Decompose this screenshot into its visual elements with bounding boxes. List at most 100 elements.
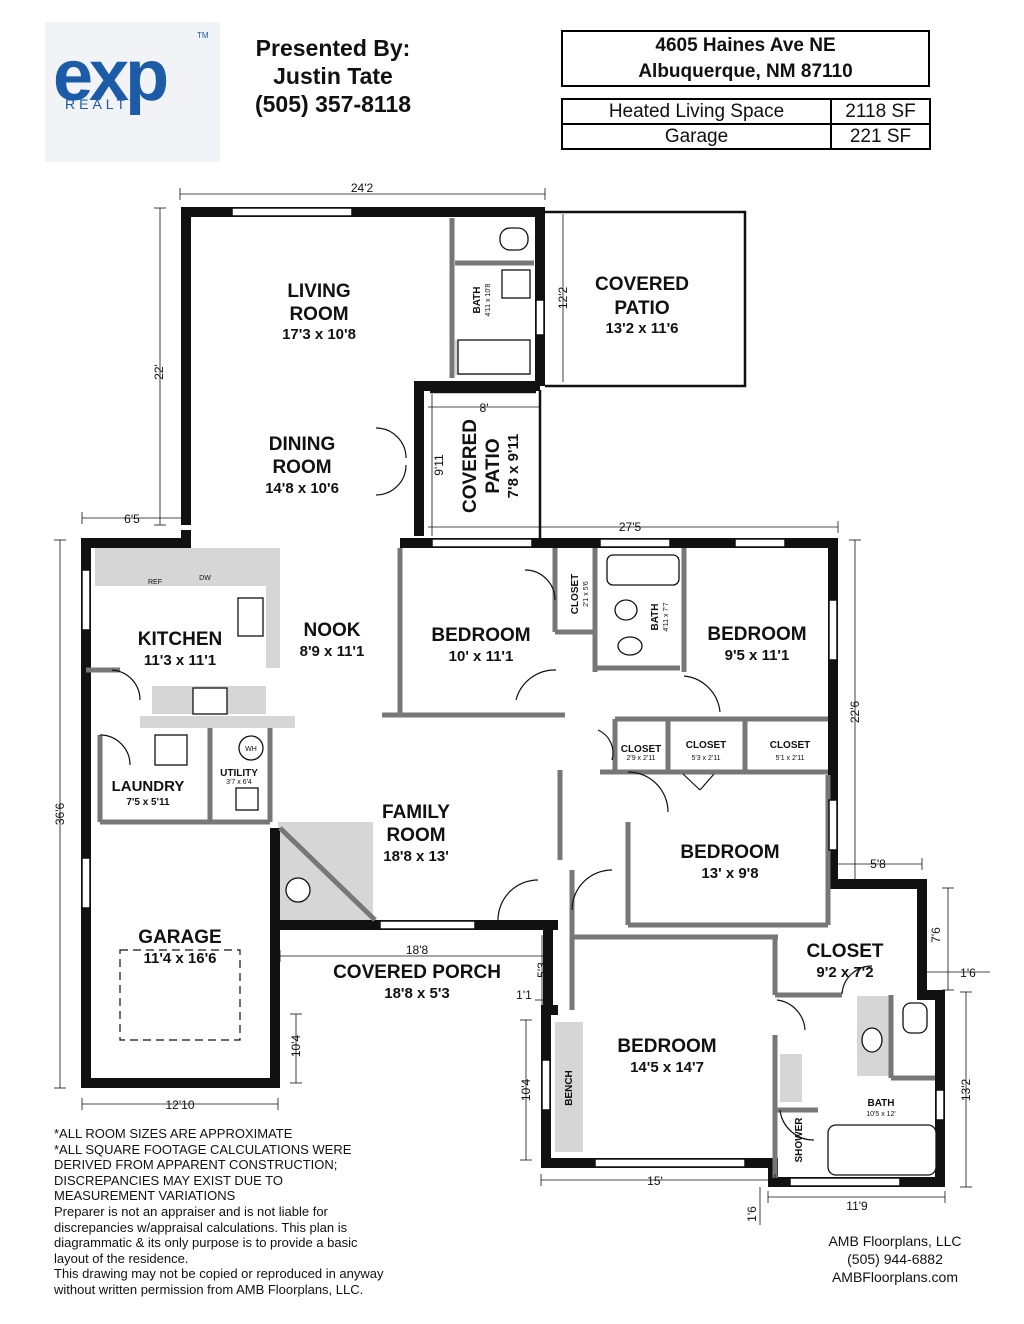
dimension-label: 22' xyxy=(152,364,166,380)
room-size: 2'9 x 2'11 xyxy=(626,755,655,762)
dimension-label: 5'3 xyxy=(535,962,549,978)
logo-brand-text: exp xyxy=(53,36,167,116)
door-swings xyxy=(99,427,873,1141)
area-value: 2118 SF xyxy=(830,98,931,125)
room-size: 4'11 x 7'7 xyxy=(663,602,670,631)
logo-tm-text: TM xyxy=(197,31,209,40)
area-label: Garage xyxy=(561,123,832,150)
patio-walls xyxy=(430,210,747,538)
room-name: PATIO xyxy=(483,438,504,493)
bench-label: BENCH xyxy=(564,1070,575,1106)
presented-by-block: Presented By: Justin Tate (505) 357-8118 xyxy=(238,34,428,118)
room-name: FAMILY xyxy=(382,802,450,823)
area-row: Heated Living Space 2118 SF xyxy=(561,98,931,125)
dimension-label: 7'6 xyxy=(929,927,943,943)
room-name: COVERED xyxy=(595,274,689,295)
room-size: 7'5 x 5'11 xyxy=(126,797,170,808)
dimension-label: 13'2 xyxy=(959,1079,973,1102)
presented-by-label: Presented By: xyxy=(255,35,411,61)
note-line: *ALL SQUARE FOOTAGE CALCULATIONS WERE xyxy=(54,1141,352,1157)
room-name: KITCHEN xyxy=(138,629,222,650)
toilet-icon xyxy=(617,636,643,656)
shower-label: SHOWER xyxy=(794,1117,805,1163)
sink-icon xyxy=(861,1027,883,1053)
room-size: 10'5 x 12' xyxy=(866,1111,896,1118)
kitchen-sink-icon xyxy=(237,597,264,637)
washer-icon xyxy=(154,734,188,766)
disclaimer-notes: *ALL ROOM SIZES ARE APPROXIMATE *ALL SQU… xyxy=(54,1126,444,1298)
room-name: ROOM xyxy=(386,825,445,846)
room-name: DINING xyxy=(269,434,336,455)
dimension-label: 18'8 xyxy=(406,943,429,957)
room-size: 7'8 x 9'11 xyxy=(505,434,522,499)
area-row: Garage 221 SF xyxy=(561,123,931,150)
room-name: ROOM xyxy=(272,457,331,478)
room-size: 10' x 11'1 xyxy=(449,648,514,665)
room-name: BEDROOM xyxy=(617,1036,716,1057)
dimension-label: 11'9 xyxy=(846,1199,868,1213)
room-size: 3'7 x 6'4 xyxy=(226,779,252,786)
note-line: DERIVED FROM APPARENT CONSTRUCTION; xyxy=(54,1157,338,1173)
sink-icon xyxy=(501,269,531,299)
shower-icon xyxy=(457,339,531,375)
address-box: 4605 Haines Ave NE Albuquerque, NM 87110 xyxy=(561,30,930,87)
dimension-label: 12'10 xyxy=(166,1098,195,1112)
dimension-label: 5'8 xyxy=(870,857,886,871)
room-size: 14'8 x 10'6 xyxy=(265,480,339,497)
credit-website[interactable]: AMBFloorplans.com xyxy=(831,1269,959,1285)
windows xyxy=(81,207,945,1187)
dimension-label: 1'6 xyxy=(960,966,976,980)
room-name: CLOSET xyxy=(770,740,811,751)
room-name: BATH xyxy=(867,1098,894,1109)
room-name: BATH xyxy=(472,286,483,313)
dimension-label: 22'6 xyxy=(848,701,862,724)
room-size: 9'2 x 7'2 xyxy=(816,964,873,981)
note-line: This drawing may not be copied or reprod… xyxy=(54,1266,384,1282)
room-name: LAUNDRY xyxy=(112,778,185,795)
room-name: BEDROOM xyxy=(431,625,530,646)
room-size: 17'3 x 10'8 xyxy=(282,326,356,343)
fridge-label: REF xyxy=(148,579,162,586)
logo-sub-text: REALTY xyxy=(65,96,142,112)
dimension-lines xyxy=(54,188,990,1225)
credit-phone: (505) 944-6882 xyxy=(847,1251,943,1267)
dimension-label: 8' xyxy=(480,401,489,415)
note-line: diagrammatic & its only purpose is to pr… xyxy=(54,1235,358,1251)
dimension-label: 9'11 xyxy=(432,454,446,476)
utility-sink-icon xyxy=(235,787,259,811)
room-size: 13' x 9'8 xyxy=(701,865,758,882)
room-size: 2'1 x 5'6 xyxy=(583,581,590,607)
preparer-credit: AMB Floorplans, LLC (505) 944-6882 AMBFl… xyxy=(800,1232,990,1286)
area-table: Heated Living Space 2118 SF Garage 221 S… xyxy=(561,98,931,150)
room-name: ROOM xyxy=(289,304,348,325)
dimension-label: 1'6 xyxy=(745,1206,759,1222)
address-line1: 4605 Haines Ave NE xyxy=(655,35,836,56)
note-line: Preparer is not an appraiser and is not … xyxy=(54,1203,328,1219)
fixtures xyxy=(154,227,937,1176)
area-label: Heated Living Space xyxy=(561,98,832,125)
dimension-label: 6'5 xyxy=(124,512,140,526)
room-name: BEDROOM xyxy=(680,842,779,863)
dishwasher-label: DW xyxy=(199,575,211,582)
sink-icon xyxy=(614,599,638,621)
room-name: BATH xyxy=(650,603,661,630)
room-name: UTILITY xyxy=(220,768,258,779)
dimension-label: 10'4 xyxy=(289,1035,303,1058)
note-line: *ALL ROOM SIZES ARE APPROXIMATE xyxy=(54,1126,293,1141)
room-size: 8'9 x 11'1 xyxy=(300,643,365,660)
room-name: PATIO xyxy=(614,298,669,319)
room-size: 13'2 x 11'6 xyxy=(605,320,678,337)
interior-walls xyxy=(86,218,935,1178)
credit-company: AMB Floorplans, LLC xyxy=(828,1233,962,1249)
agent-phone: (505) 357-8118 xyxy=(254,91,411,117)
stove-icon xyxy=(192,687,228,715)
exp-realty-logo: exp TM REALTY xyxy=(45,22,220,162)
note-line: without written permission from AMB Floo… xyxy=(54,1281,364,1297)
address-line2: Albuquerque, NM 87110 xyxy=(638,61,853,82)
room-name: CLOSET xyxy=(806,941,883,962)
car-outline xyxy=(119,949,241,1041)
dimension-label: 10'4 xyxy=(519,1079,533,1102)
room-name: COVERED xyxy=(460,419,481,513)
room-name: LIVING xyxy=(287,281,350,302)
